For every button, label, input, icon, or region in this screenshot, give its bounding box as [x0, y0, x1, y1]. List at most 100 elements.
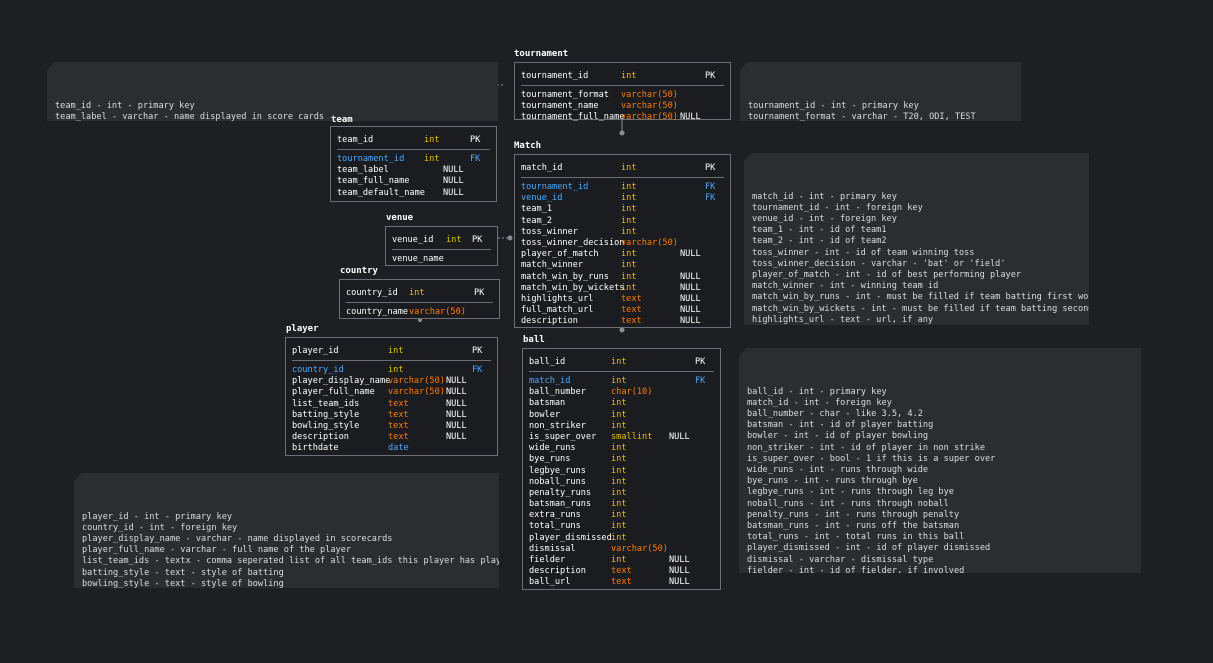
- note-line: match_win_by_wickets - int - must be fil…: [752, 303, 1089, 314]
- tournament-match-dot: [619, 130, 625, 136]
- column-name: venue_id: [392, 235, 434, 245]
- column-type: int: [611, 532, 627, 543]
- column-type: text: [621, 316, 642, 327]
- note-line: player_dismissed - int - id of player di…: [747, 543, 991, 554]
- null-marker: NULL: [443, 176, 464, 187]
- venue-table-title: venue: [386, 213, 414, 223]
- pk-flag: PK: [472, 346, 483, 356]
- column-name: birthdate: [292, 443, 339, 454]
- note-line: team_2 - int - id of team2: [752, 236, 887, 247]
- column-name: ball_url: [529, 577, 571, 588]
- table-row[interactable]: venue_name: [392, 254, 491, 265]
- note-line: batsman_runs - int - runs off the batsma…: [747, 521, 960, 532]
- column-name: fielder: [529, 555, 566, 565]
- column-type: int: [611, 510, 627, 521]
- column-name: venue_name: [392, 254, 444, 264]
- note-line: player_of_match - int - id of best perfo…: [752, 270, 1022, 281]
- note-line: highlights_url - text - url, if any: [752, 314, 934, 325]
- column-name: country_id: [346, 288, 398, 298]
- fk-flag: FK: [472, 365, 483, 375]
- column-name: player_dismissed: [529, 532, 612, 543]
- column-type: varchar(50): [621, 112, 678, 123]
- column-type: int: [621, 271, 637, 282]
- column-name: batting_style: [292, 409, 360, 420]
- player-table-title: player: [286, 324, 319, 334]
- column-name: toss_winner: [521, 226, 578, 237]
- column-type: int: [611, 476, 627, 487]
- null-marker: NULL: [680, 316, 701, 327]
- fk-flag: FK: [705, 182, 716, 192]
- column-type: int: [611, 487, 627, 498]
- column-name: team_2: [521, 215, 553, 226]
- column-type: int: [621, 163, 637, 173]
- column-name: ball_id: [529, 357, 566, 367]
- null-marker: NULL: [446, 398, 467, 409]
- note-line: is_super_over - bool - 1 if this is a su…: [747, 453, 996, 464]
- null-marker: NULL: [446, 432, 467, 443]
